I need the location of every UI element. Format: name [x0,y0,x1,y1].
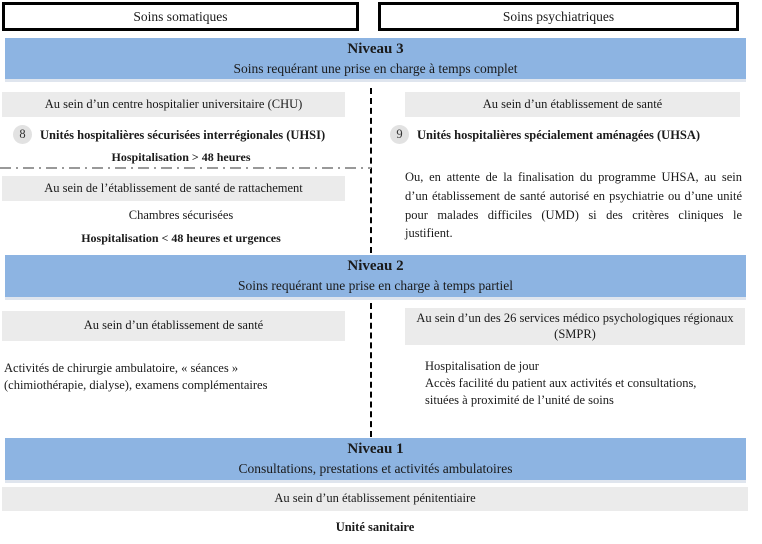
uhsi-duration-text: Hospitalisation > 48 heures [111,150,251,164]
level2-psy-location-smpr: Au sein d’un des 26 services médico psyc… [405,308,745,345]
day-hospitalisation-label: Hospitalisation de jour [425,359,539,373]
uhsa-unit-label: Unités hospitalières spécialement aménag… [417,128,700,143]
level3-somatic-location-rattachement: Au sein de l’établissement de santé de r… [2,176,345,201]
level2-subtitle: Soins requérant une prise en charge à te… [238,278,513,294]
level2-somatic-note-text: Activités de chirurgie ambulatoire, « sé… [4,361,268,392]
level2-somatic-location: Au sein d’un établissement de santé [2,311,345,341]
uhsa-count-badge: 9 [390,125,409,144]
level3-title: Niveau 3 [347,40,404,57]
level3-subtitle: Soins requérant une prise en charge à te… [233,60,518,76]
secured-rooms-label: Chambres sécurisées [0,208,362,223]
level3-somatic-location-chu-label: Au sein d’un centre hospitalier universi… [44,96,303,111]
level2-psy-note: Hospitalisation de jour Accès facilité d… [425,358,730,409]
uhsi-unit-text: Unités hospitalières sécurisées interrég… [40,128,326,142]
column-divider-level3 [370,88,372,253]
uhsa-count-value: 9 [396,127,403,141]
header-psychiatric-care: Soins psychiatriques [378,2,739,31]
level2-psy-location-label: Au sein d’un des 26 services médico psyc… [416,310,734,341]
header-somatic-label: Soins somatiques [133,8,228,24]
uhsa-waiting-text: Ou, en attente de la finalisation du pro… [405,170,742,241]
somatic-dashdot-separator [0,167,371,169]
level2-title: Niveau 2 [347,258,404,275]
header-somatic-care: Soins somatiques [2,2,359,31]
level1-location-label: Au sein d’un établissement pénitentiaire [274,491,476,506]
secured-rooms-text: Chambres sécurisées [128,208,234,222]
secured-rooms-duration-text: Hospitalisation < 48 heures et urgences [81,231,281,245]
level3-psy-location: Au sein d’un établissement de santé [405,92,740,117]
uhsa-unit-text: Unités hospitalières spécialement aménag… [417,128,701,142]
level3-somatic-location-rattachement-label: Au sein de l’établissement de santé de r… [44,180,303,195]
level1-band: Niveau 1 Consultations, prestations et a… [5,438,746,483]
uhsi-unit-label: Unités hospitalières sécurisées interrég… [40,128,325,143]
day-hospitalisation-text: Accès facilité du patient aux activités … [425,375,697,407]
uhsi-count-value: 8 [19,127,26,141]
uhsi-duration-note: Hospitalisation > 48 heures [0,150,362,165]
level1-location: Au sein d’un établissement pénitentiaire [2,487,748,511]
level1-subtitle: Consultations, prestations et activités … [238,461,513,477]
level1-title: Niveau 1 [347,441,404,458]
sanitary-unit-label: Unité sanitaire [0,520,750,535]
level2-somatic-location-label: Au sein d’un établissement de santé [83,318,264,333]
level3-psy-location-label: Au sein d’un établissement de santé [482,96,663,111]
header-psychiatric-label: Soins psychiatriques [502,8,615,24]
level3-somatic-location-chu: Au sein d’un centre hospitalier universi… [2,92,345,117]
column-divider-level2 [370,303,372,437]
level2-somatic-note: Activités de chirurgie ambulatoire, « sé… [4,360,309,394]
sanitary-unit-text: Unité sanitaire [335,520,415,534]
level3-band: Niveau 3 Soins requérant une prise en ch… [5,38,746,82]
secured-rooms-duration-note: Hospitalisation < 48 heures et urgences [0,231,362,246]
uhsi-count-badge: 8 [13,125,32,144]
uhsa-waiting-note: Ou, en attente de la finalisation du pro… [405,168,742,243]
level2-band: Niveau 2 Soins requérant une prise en ch… [5,255,746,300]
